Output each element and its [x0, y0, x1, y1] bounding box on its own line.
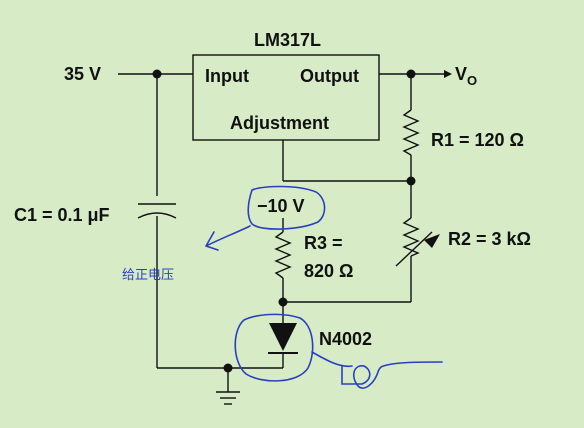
neg-voltage-circle	[247, 185, 326, 230]
handwritten-note: 给正电压	[122, 268, 175, 283]
r3-name-label: R3 =	[304, 233, 343, 253]
c1-label: C1 = 0.1 μF	[14, 205, 110, 225]
junction-ground	[223, 363, 233, 373]
pin-input-label: Input	[205, 66, 249, 86]
output-subscript: O	[467, 73, 478, 88]
c1-plate-bottom	[137, 212, 177, 219]
pin-adjustment-label: Adjustment	[230, 113, 329, 133]
diode-triangle	[269, 323, 297, 351]
ic-name: LM317L	[254, 30, 322, 50]
output-voltage-label: VO	[455, 64, 478, 88]
r2-arrow	[424, 234, 440, 248]
r1-zigzag	[402, 109, 420, 156]
supply-voltage-label: 35 V	[64, 64, 102, 84]
lm317l-box	[192, 54, 380, 141]
pin-output-label: Output	[300, 66, 359, 86]
junction-r3-diode	[278, 297, 288, 307]
r2-zigzag	[402, 217, 420, 257]
r1-label: R1 = 120 Ω	[431, 130, 524, 150]
junction-output	[406, 69, 416, 79]
junction-r1-r2	[406, 176, 416, 186]
r2-wiper	[395, 231, 433, 267]
negative-voltage-label: −10 V	[257, 196, 305, 216]
junction-input	[152, 69, 162, 79]
hand-arrow	[205, 225, 251, 251]
scribble	[341, 361, 443, 389]
diode-circle	[234, 313, 314, 382]
diode-label: N4002	[319, 329, 373, 349]
r2-label: R2 = 3 kΩ	[448, 229, 531, 249]
r3-value-label: 820 Ω	[304, 261, 354, 281]
r3-zigzag	[274, 231, 292, 279]
diode-scribble-tail	[311, 351, 353, 368]
